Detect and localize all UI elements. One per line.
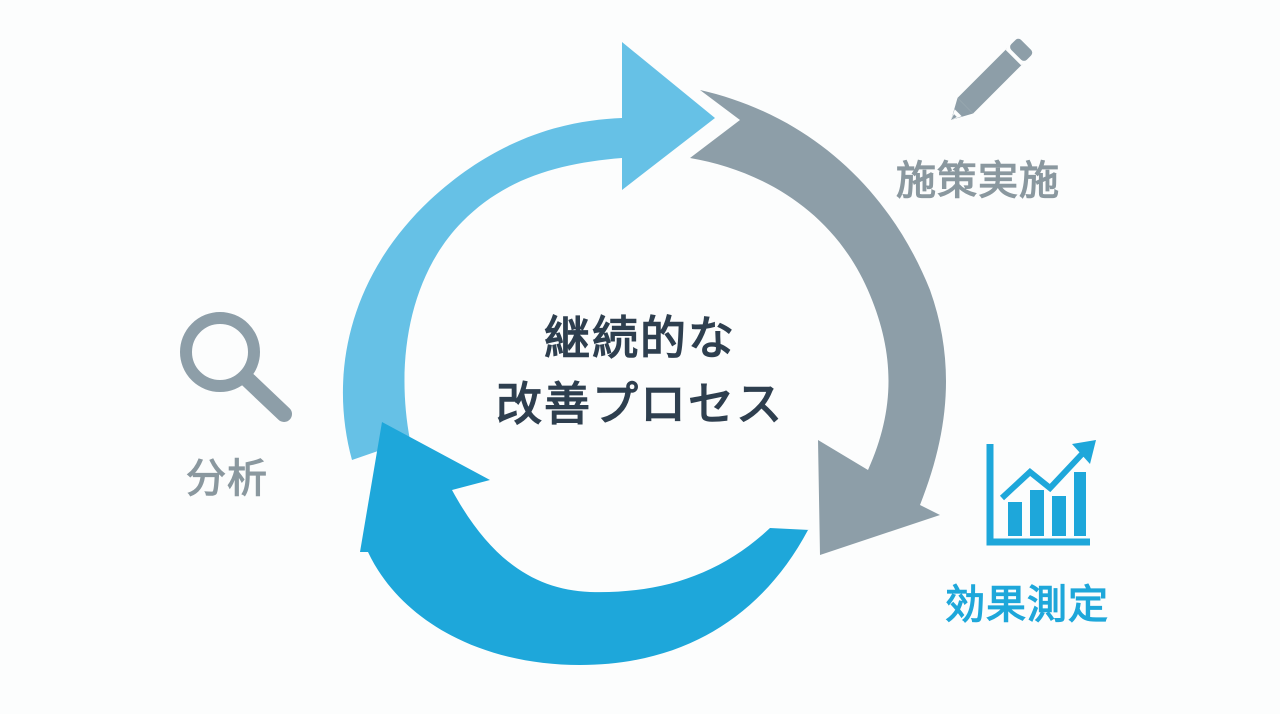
- stage-label-implement: 施策実施: [896, 158, 1060, 204]
- cycle-arrow-analyze-to-implement: [342, 42, 715, 460]
- cycle-arrow-measure-to-analyze: [360, 422, 810, 665]
- center-title: 継続的な 改善プロセス: [440, 305, 840, 437]
- stage-label-analyze: 分析: [186, 456, 268, 502]
- bar-chart-up-arrow-icon: [986, 440, 1096, 546]
- center-title-line1: 継続的な: [544, 311, 736, 365]
- magnifier-icon: [180, 312, 292, 422]
- stage-label-measure: 効果測定: [945, 582, 1109, 628]
- cycle-arrow-implement-to-measure: [690, 90, 947, 555]
- center-title-line2: 改善プロセス: [496, 377, 784, 431]
- pencil-icon: [951, 38, 1033, 120]
